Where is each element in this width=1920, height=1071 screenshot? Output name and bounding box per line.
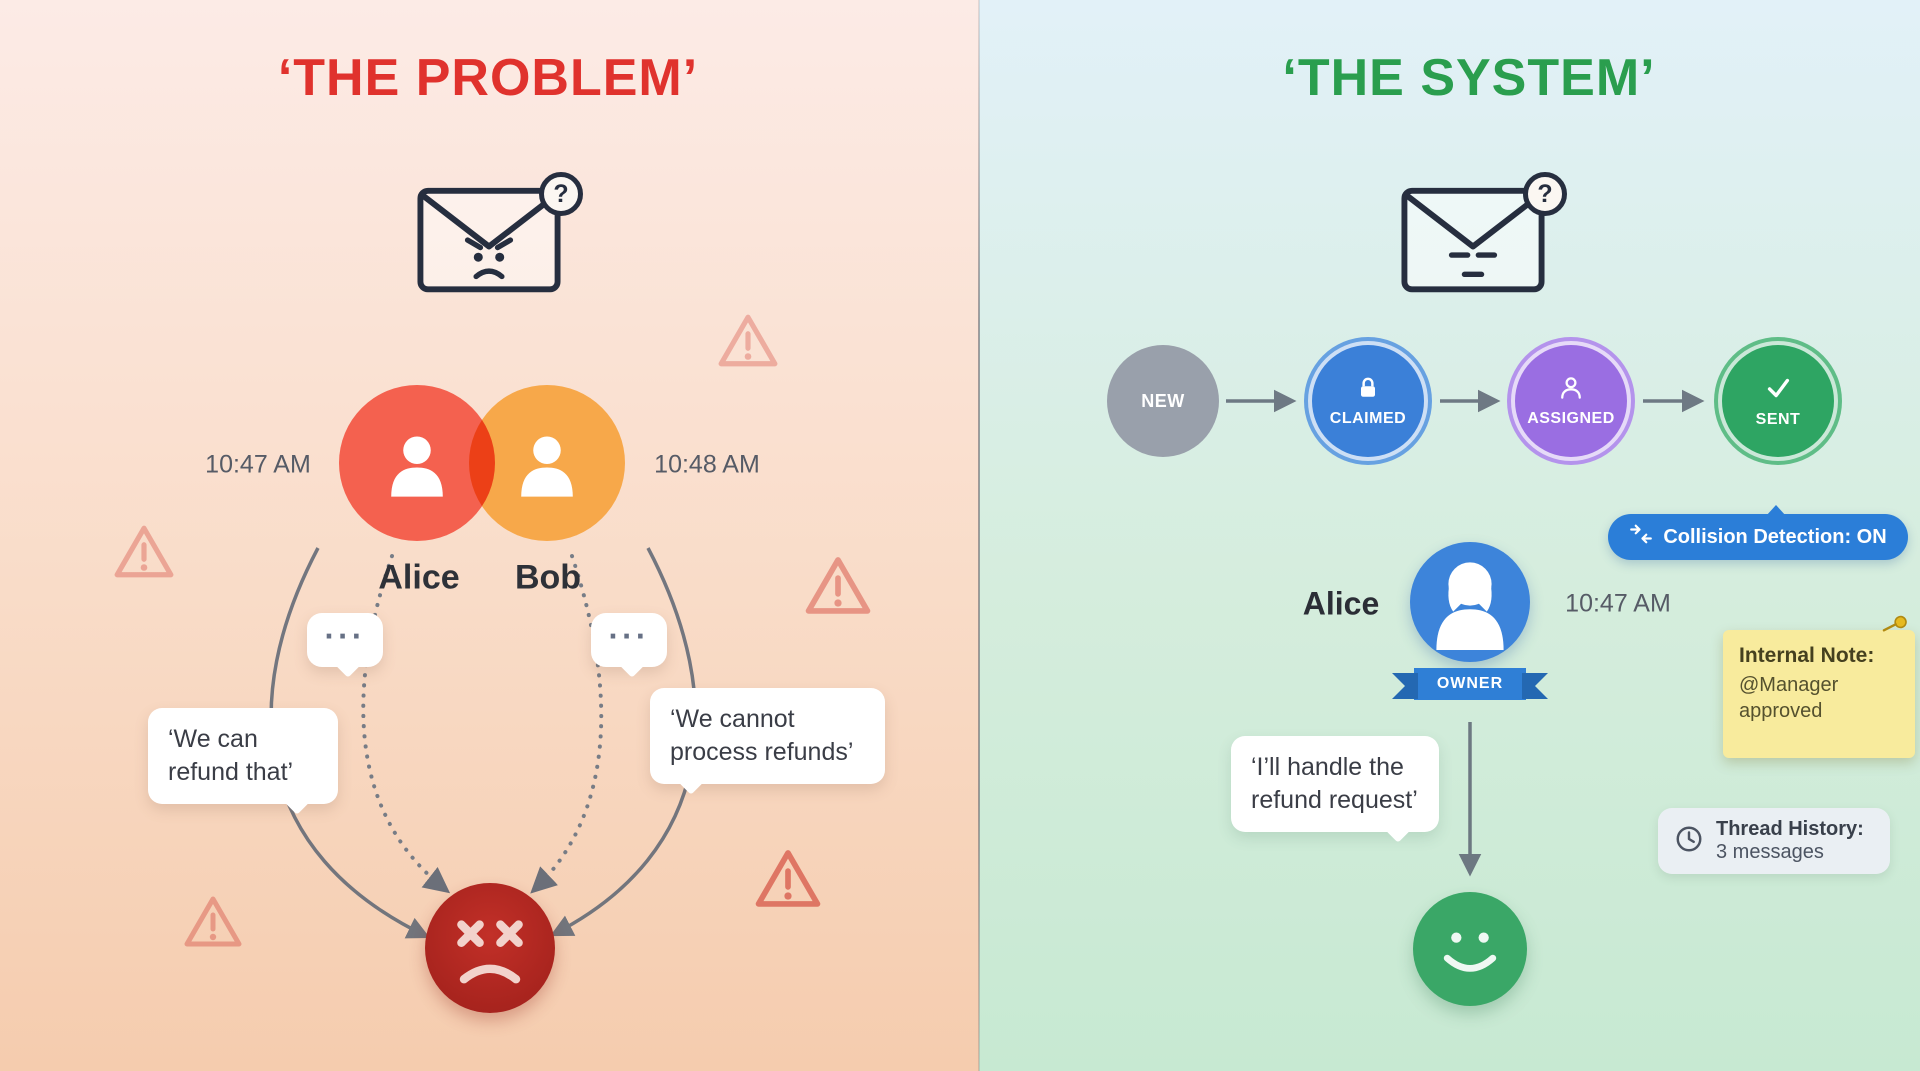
alice-name-label: Alice [378,558,460,597]
stage-sent-label: SENT [1755,411,1801,428]
owner-ribbon: OWNER [1392,668,1548,700]
collision-badge-label: Collision Detection: ON [1663,525,1887,548]
stage-assigned-label: ASSIGNED [1527,410,1615,427]
warning-icon [717,312,779,375]
question-badge-icon: ? [539,172,583,216]
owner-timestamp: 10:47 AM [1565,589,1671,618]
smiley-face-icon [1413,892,1527,1006]
stage-new-label: NEW [1141,390,1185,411]
history-title: Thread History: [1716,818,1864,840]
warning-icon [113,523,175,586]
bob-timestamp: 10:48 AM [654,450,760,479]
bob-name-label: Bob [514,558,582,597]
owner-name-label: Alice [1302,585,1380,622]
question-badge-icon: ? [1523,172,1567,216]
thread-history-badge: Thread History: 3 messages [1658,808,1890,874]
typing-dots: ··· [324,617,366,654]
angry-envelope-icon [414,180,564,303]
warning-icon [183,894,243,955]
internal-note: Internal Note: @Manager approved [1723,615,1915,758]
stage-sent: SENT [1718,341,1838,461]
collision-arrows-icon [1629,522,1653,552]
check-icon [1763,373,1793,408]
lock-icon [1354,374,1382,407]
note-body: @Manager approved [1739,674,1839,722]
alice-reply-bubble: ‘We can refund that’ [148,708,338,804]
alice-typing-bubble: ··· [307,613,383,667]
pushpin-icon [1875,608,1913,648]
collision-detection-badge: Collision Detection: ON [1608,505,1908,560]
question-mark-text: ? [553,179,569,208]
stage-assigned: ASSIGNED [1511,341,1631,461]
owner-ribbon-label: OWNER [1436,675,1504,692]
system-title: ‘THE SYSTEM’ [1282,49,1656,107]
stage-claimed: CLAIMED [1308,341,1428,461]
bob-person-icon [504,421,590,512]
warning-icon [754,847,822,916]
clock-icon [1674,824,1704,859]
alice-person-icon [374,421,460,512]
person-icon [1557,374,1585,407]
owner-reply-bubble: ‘I’ll handle the refund request’ [1231,736,1439,832]
stage-new: NEW [1107,345,1219,457]
history-value: 3 messages [1716,841,1824,863]
warning-icon [804,554,872,623]
bob-reply-bubble: ‘We cannot process refunds’ [650,688,885,784]
calm-envelope-icon [1398,180,1548,303]
angry-face-icon [425,883,555,1013]
note-title: Internal Note: [1739,644,1875,667]
stage-claimed-label: CLAIMED [1329,410,1407,427]
problem-title: ‘THE PROBLEM’ [277,49,699,107]
panel-divider [978,0,981,1071]
owner-avatar [1410,542,1530,662]
question-mark-text: ? [1537,179,1553,208]
typing-dots: ··· [608,617,650,654]
alice-timestamp: 10:47 AM [205,450,311,479]
bob-typing-bubble: ··· [591,613,667,667]
